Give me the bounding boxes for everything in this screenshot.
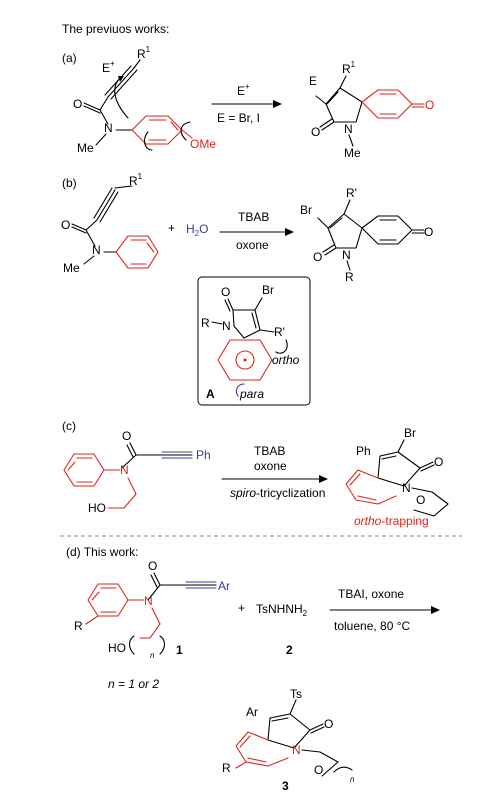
product3-carbonyl-o: O	[324, 717, 333, 731]
arrow-c-mid: oxone	[254, 459, 287, 473]
inter-rprime: R'	[274, 325, 285, 339]
b-product-br: Br	[300, 203, 312, 217]
panel-b-label: (b)	[62, 176, 77, 190]
product-a-ketone-o: O	[425, 98, 434, 112]
product-b: Br R' O N R O	[300, 186, 433, 284]
b-r1: R1	[129, 172, 143, 188]
intermediate-a-box: O Br R N R' ortho A para	[197, 276, 311, 406]
product3-r: R	[222, 761, 231, 775]
d-nitrogen: N	[144, 594, 153, 608]
product-a-methyl: Me	[344, 146, 361, 160]
r1-label: R1	[137, 45, 151, 61]
arrow-a-bottom: E = Br, I	[217, 111, 260, 125]
inter-ortho: ortho	[272, 353, 300, 367]
c-product-nitrogen: N	[402, 481, 411, 495]
b-phenyl	[115, 235, 159, 269]
inter-br: Br	[262, 283, 274, 297]
c-alkyne	[135, 451, 193, 459]
arrow-b-bottom: oxone	[236, 238, 269, 252]
c-phenyl-ring	[63, 453, 105, 487]
arrow-d-bottom: toluene, 80 °C	[334, 619, 411, 633]
product-a-nitrogen: N	[344, 122, 353, 136]
inter-n: N	[222, 319, 231, 333]
anisole-ring	[131, 115, 183, 145]
product3-nitrogen: N	[292, 743, 301, 757]
d-amide-o: O	[148, 559, 157, 573]
c-product-carbonyl-o: O	[434, 455, 443, 469]
methoxy-label: OMe	[190, 137, 216, 151]
panel-a-label: (a)	[62, 51, 77, 65]
b-product-nitrogen: N	[342, 248, 351, 262]
product-c: Br Ph O N O ortho-trapping	[345, 426, 449, 528]
arrow-c-bottom: spiro-tricyclization	[230, 486, 325, 500]
compound-1-label: 1	[176, 643, 183, 657]
panel-d: (d) This work: O N Ar R HO n 1 n = 1 or …	[66, 545, 440, 793]
d-hydroxyl: HO	[108, 641, 126, 655]
d-aryl-label: Ar	[218, 579, 230, 593]
c-caption: ortho-trapping	[354, 514, 429, 528]
n-note: n = 1 or 2	[108, 677, 159, 691]
reaction-arrow-a	[211, 100, 282, 108]
product3-ether-o: O	[314, 763, 323, 777]
arrow-d-top: TBAI, oxone	[338, 587, 404, 601]
c-product-ph: Ph	[356, 444, 371, 458]
c-amide-o: O	[122, 429, 131, 443]
product-a-electrophile: E	[309, 74, 317, 88]
panel-c-label: (c)	[62, 419, 76, 433]
b-product-ketone-o: O	[424, 225, 433, 239]
inter-o: O	[221, 285, 230, 299]
d-plus: +	[238, 601, 245, 615]
arrow-c-top: TBAB	[254, 444, 285, 458]
product-a: E R1 O N Me O	[309, 60, 434, 160]
b-product-carbonyl-o: O	[313, 250, 322, 264]
c-product-ether-o: O	[416, 493, 425, 507]
c-product-br: Br	[404, 426, 416, 440]
b-alkyne	[93, 187, 119, 223]
curved-arrow-3	[180, 121, 191, 141]
reaction-arrow-c	[221, 475, 328, 483]
d-aryl-ring	[87, 583, 129, 617]
intermediate-label: A	[206, 387, 215, 401]
product3-ar: Ar	[246, 705, 258, 719]
inter-r: R	[201, 316, 210, 330]
curved-arrow-2	[143, 131, 153, 151]
panel-c: (c) O N Ph HO TBAB oxone spiro-tricycliz	[62, 419, 449, 528]
panel-d-label: (d) This work:	[66, 545, 138, 559]
b-product-r: R	[345, 270, 354, 284]
panel-b: (b) R1 O N Me + H2O TBAB	[61, 172, 433, 406]
compound-2-label: 2	[286, 643, 293, 657]
d-n-sub: n	[150, 651, 155, 660]
d-alkyne	[159, 581, 217, 589]
c-hydroxyl: HO	[88, 501, 106, 515]
c-phenyl-label: Ph	[196, 448, 211, 462]
product3-ts: Ts	[290, 687, 302, 701]
amide-oxygen: O	[73, 97, 82, 111]
b-product-rprime: R'	[346, 186, 357, 200]
d-r-substituent: R	[74, 619, 83, 633]
b-amide-o: O	[61, 218, 70, 232]
arrow-a-top: E+	[237, 82, 250, 98]
reaction-arrow-b	[219, 228, 294, 236]
tsnhnh2-label: TsNHNH2	[256, 602, 308, 618]
b-methyl: Me	[63, 261, 80, 275]
b-water: H2O	[186, 222, 208, 238]
b-nitrogen: N	[92, 243, 101, 257]
product-3: Ts Ar O N R O n 3	[222, 687, 355, 793]
panel-a: (a) E+ R1 O N Me OMe	[62, 45, 434, 160]
arrow-b-top: TBAB	[238, 210, 269, 224]
compound-3-label: 3	[282, 779, 289, 793]
electrophile-label: E+	[102, 59, 115, 75]
amide-nitrogen: N	[104, 121, 113, 135]
n-methyl: Me	[77, 141, 94, 155]
c-nitrogen: N	[120, 463, 129, 477]
product3-n: n	[350, 775, 355, 784]
product-a-r1: R1	[342, 60, 356, 76]
inter-para: para	[239, 387, 264, 401]
curved-arrow-1	[114, 77, 129, 119]
product-a-carbonyl-o: O	[311, 125, 320, 139]
header-title: The previuos works:	[62, 22, 169, 36]
reaction-arrow-d	[329, 606, 440, 614]
b-plus: +	[168, 221, 175, 235]
